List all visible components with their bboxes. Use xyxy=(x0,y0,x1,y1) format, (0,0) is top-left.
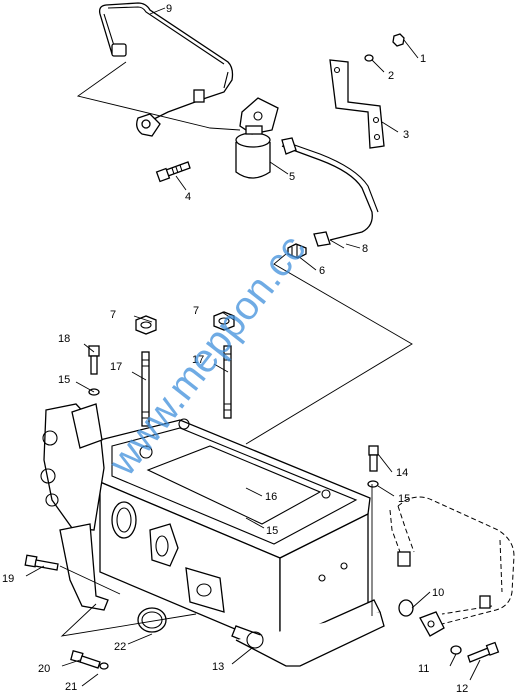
mount-bracket xyxy=(40,403,109,611)
callout-3: 3 xyxy=(403,129,409,141)
nut-1 xyxy=(392,33,405,47)
bolt-12 xyxy=(467,641,500,663)
callout-16: 16 xyxy=(265,491,277,503)
callout-12: 12 xyxy=(456,683,468,694)
callout-4: 4 xyxy=(185,191,191,203)
callout-6: 6 xyxy=(319,265,325,277)
callout-13: 13 xyxy=(212,661,224,673)
callout-2: 2 xyxy=(388,70,394,82)
callout-14: 14 xyxy=(396,467,408,479)
housing-13 xyxy=(99,418,385,667)
stud-17-left xyxy=(141,351,150,427)
o-ring-10 xyxy=(398,599,414,617)
callout-7b: 7 xyxy=(193,305,199,317)
bracket-3 xyxy=(329,59,385,149)
leader-lines-upper xyxy=(76,7,419,445)
callout-11: 11 xyxy=(418,663,429,675)
callout-20: 20 xyxy=(38,663,50,675)
callout-19: 19 xyxy=(2,573,14,585)
callout-22: 22 xyxy=(114,641,126,653)
bolt-4 xyxy=(155,161,191,183)
flange-10 xyxy=(419,611,445,637)
leader-lines-lower xyxy=(25,311,481,687)
callout-labels: 1 2 3 4 5 6 7 7 8 9 10 11 12 13 14 15 15… xyxy=(2,3,468,694)
callout-15c: 15 xyxy=(266,525,278,537)
nut-7-left xyxy=(135,315,157,335)
bolt-14 xyxy=(368,445,379,472)
callout-9: 9 xyxy=(166,3,172,15)
callout-15b: 15 xyxy=(398,493,410,505)
bolt-19 xyxy=(24,554,59,571)
filter-5 xyxy=(235,97,279,179)
pipe-9 xyxy=(98,2,234,137)
stud-17-right xyxy=(223,345,232,419)
washer-15-right xyxy=(367,480,379,488)
fitting-6 xyxy=(287,243,307,259)
washer-2 xyxy=(364,54,374,62)
washer-21 xyxy=(99,662,109,670)
callout-17b: 17 xyxy=(192,354,204,366)
callout-7a: 7 xyxy=(110,309,116,321)
callout-17a: 17 xyxy=(110,361,122,373)
callout-21: 21 xyxy=(65,681,77,693)
pipe-8 xyxy=(281,137,379,247)
callout-18: 18 xyxy=(58,333,70,345)
callout-5: 5 xyxy=(289,171,295,183)
bolt-20 xyxy=(70,650,101,669)
washer-11 xyxy=(450,645,462,655)
pipe-dashed xyxy=(389,496,515,625)
callout-8: 8 xyxy=(362,243,368,255)
bolt-18 xyxy=(88,345,100,375)
callout-15a: 15 xyxy=(58,374,70,386)
callout-1: 1 xyxy=(420,53,426,65)
callout-10: 10 xyxy=(432,587,444,599)
